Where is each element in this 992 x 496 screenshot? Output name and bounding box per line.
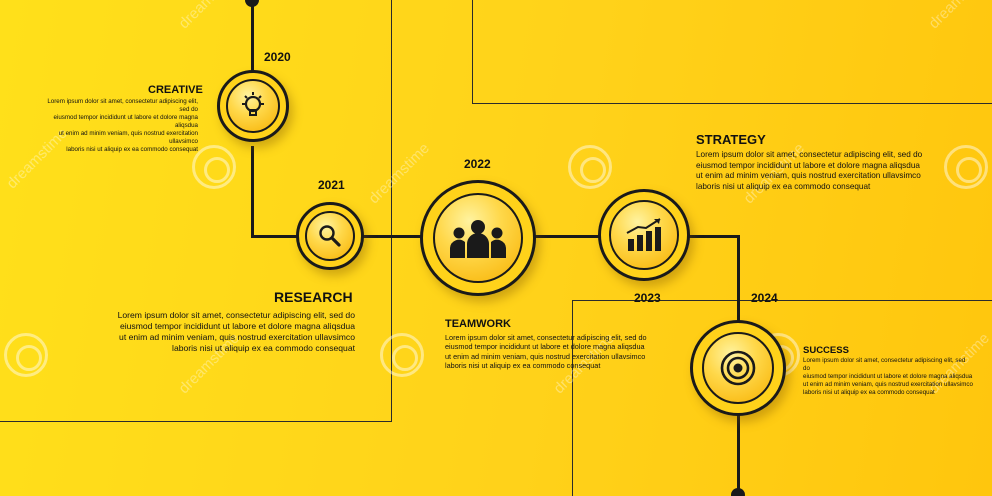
- connector-2022-2023: [534, 235, 602, 238]
- milestone-title: STRATEGY: [696, 132, 766, 147]
- target-icon: [720, 350, 756, 386]
- connector-start-dot: [245, 0, 259, 7]
- connector-2024-bottom: [737, 410, 740, 496]
- lightbulb-icon: [242, 92, 264, 116]
- frame-bottom-right-box: [572, 300, 992, 496]
- milestone-node-2023: [598, 189, 690, 281]
- milestone-title: CREATIVE: [148, 84, 203, 96]
- milestone-year: 2024: [751, 291, 778, 305]
- connector-2021-2022: [362, 235, 422, 238]
- milestone-description: Lorem ipsum dolor sit amet, consectetur …: [445, 333, 647, 370]
- bar-chart-icon: [626, 218, 661, 251]
- magnifier-icon: [319, 225, 341, 247]
- milestone-node-2021: [296, 202, 364, 270]
- watermark-logo: [192, 145, 236, 189]
- milestone-title: TEAMWORK: [445, 318, 511, 330]
- connector-top: [251, 0, 254, 72]
- milestone-description: Lorem ipsum dolor sit amet, consectetur …: [117, 310, 355, 353]
- frame-top-right-box: [472, 0, 992, 104]
- milestone-year: 2022: [464, 157, 491, 171]
- connector-to-2021: [251, 235, 299, 238]
- watermark-logo: [568, 145, 612, 189]
- team-icon: [450, 220, 506, 258]
- milestone-year: 2020: [264, 50, 291, 64]
- milestone-year: 2021: [318, 178, 345, 192]
- milestone-description: Lorem ipsum dolor sit amet, consectetur …: [696, 150, 923, 191]
- milestone-node-2022: [420, 180, 536, 296]
- milestone-node-2020: [217, 70, 289, 142]
- milestone-description: Lorem ipsum dolor sit amet, consectetur …: [803, 357, 973, 396]
- connector-2023-right: [688, 235, 740, 238]
- connector-down-2024: [737, 235, 740, 323]
- connector-2020-down: [251, 146, 254, 237]
- frame-left-box: [0, 0, 392, 422]
- watermark-logo: [944, 145, 988, 189]
- milestone-title: RESEARCH: [274, 289, 353, 305]
- milestone-node-2024: [690, 320, 786, 416]
- connector-end-dot: [731, 488, 745, 496]
- watermark-logo: [4, 333, 48, 377]
- watermark-logo: [380, 333, 424, 377]
- milestone-year: 2023: [634, 291, 661, 305]
- milestone-title: SUCCESS: [803, 345, 849, 356]
- milestone-description: Lorem ipsum dolor sit amet, consectetur …: [47, 98, 198, 153]
